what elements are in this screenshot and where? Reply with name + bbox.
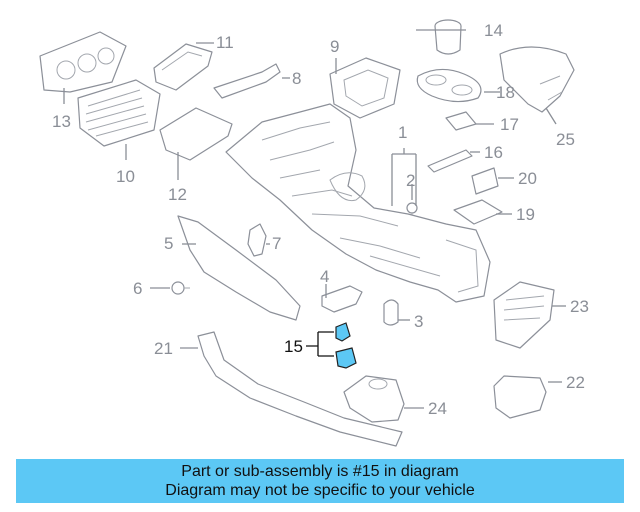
callout-3: 3 [414,312,423,331]
callout-7: 7 [272,234,281,253]
part-20-clip [471,167,499,195]
callout-17: 17 [500,115,519,134]
callout-16: 16 [484,143,503,162]
callout-10: 10 [116,167,135,186]
part-19-mat [453,199,503,225]
part-3-plug [383,299,399,326]
part-23-vent [493,281,555,349]
callout-24: 24 [428,399,447,418]
part-13-bezel [39,31,127,93]
part-8-handle [213,63,281,99]
caption-line-1: Part or sub-assembly is #15 in diagram [181,463,459,480]
callout-6: 6 [133,279,142,298]
part-18-cup-ring [416,68,482,103]
callout-9: 9 [330,37,339,56]
callout-8: 8 [292,69,301,88]
callout-20: 20 [518,169,537,188]
part-6-screw [171,281,190,295]
callout-11: 11 [216,33,234,52]
callout-12: 12 [168,185,187,204]
part-4-bracket [321,285,363,313]
part-7-bracket [247,223,267,257]
part-11-tray [153,43,213,91]
caption-line-2: Diagram may not be specific to your vehi… [165,482,475,499]
callout-18: 18 [496,83,515,102]
part-22-bin [493,375,547,419]
part-24-shifter [343,375,405,423]
callout-22: 22 [566,373,585,392]
callout-1: 1 [398,123,407,142]
leader-lines [63,29,566,409]
callout-13: 13 [52,112,71,131]
callout-5: 5 [164,234,173,253]
callout-2: 2 [406,171,415,190]
main-console [225,103,491,303]
part-25-armrest [499,46,575,113]
callout-15: 15 [284,337,303,356]
callout-4: 4 [320,267,329,286]
callout-23: 23 [570,297,589,316]
callout-19: 19 [516,205,535,224]
info-banner: Part or sub-assembly is #15 in diagram D… [16,459,624,503]
part-15-highlighted [335,322,357,369]
callout-14: 14 [484,21,503,40]
callout-25: 25 [556,130,575,149]
part-10-storage-box [77,79,161,147]
part-12-panel [159,107,233,161]
part-14-cup-insert [434,19,462,55]
callout-labels: 1234567891011121314151617181920212223242… [52,21,589,418]
part-16-rod [427,149,473,173]
part-5-side-panel [177,215,301,321]
callout-21: 21 [154,339,173,358]
part-21-trim-strip [197,331,403,447]
part-9-frame [329,57,401,119]
part-17-bracket [445,111,477,131]
